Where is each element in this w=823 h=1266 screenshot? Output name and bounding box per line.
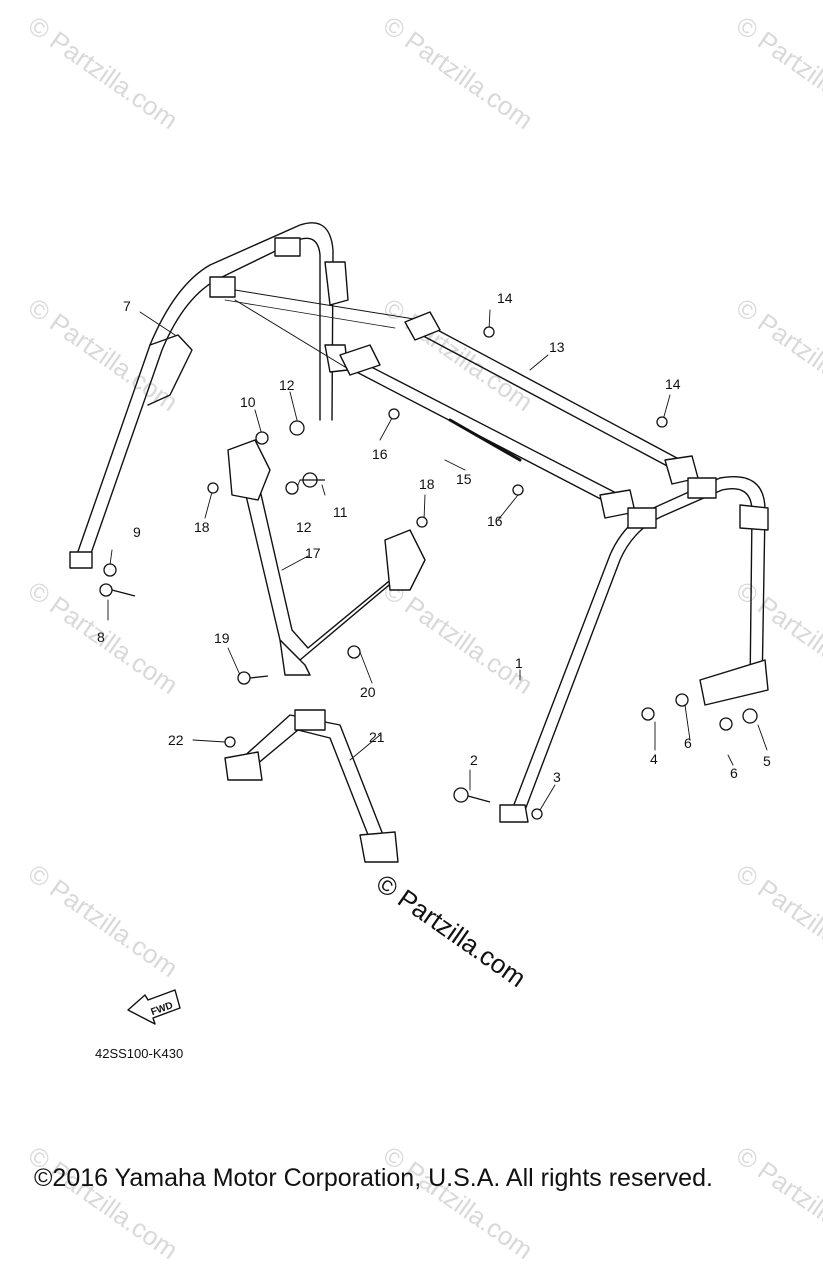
callout-label: 14 [665,376,681,392]
callout-label: 14 [497,290,513,306]
callout-label: 10 [240,394,256,410]
roll-bar-1 [499,476,769,823]
bolt-5-icon [742,708,758,724]
callout-label: 1 [515,655,523,671]
callout-label: 6 [684,735,692,751]
support-bar-21 [224,709,399,863]
callout-labels: 1 2 3 4 5 6 6 7 8 9 10 11 12 12 13 14 14… [97,290,771,785]
callout-label: 19 [214,630,230,646]
callout-label: 8 [97,629,105,645]
washer-6-icon [675,693,689,707]
bolt-18-icon [416,516,428,528]
callout-label: 21 [369,729,385,745]
cross-bar-15 [339,344,636,519]
collar-12-icon [289,420,305,436]
bolt-16-icon [512,484,524,496]
callout-label: 18 [194,519,210,535]
bolt-16-icon [388,408,400,420]
callout-label: 16 [372,446,388,462]
callout-label: 4 [650,751,658,767]
bolt-14-icon [656,416,668,428]
bolt-14-icon [483,326,495,338]
bolt-22-icon [224,736,236,748]
callout-label: 15 [456,471,472,487]
washer-9-icon [103,563,117,577]
callout-label: 3 [553,769,561,785]
callout-label: 6 [730,765,738,781]
callout-label: 17 [305,545,321,561]
washer-6-icon [719,717,733,731]
callout-label: 12 [296,519,312,535]
callout-label: 13 [549,339,565,355]
bracket-bar-17 [227,439,426,676]
bolt-18-icon [207,482,219,494]
callout-label: 16 [487,513,503,529]
bolt-2-icon [453,787,469,803]
callout-label: 5 [763,753,771,769]
callout-label: 2 [470,752,478,768]
fasteners [99,326,758,820]
parts-diagram: 1 2 3 4 5 6 6 7 8 9 10 11 12 12 13 14 14… [69,222,771,1025]
callout-label: 9 [133,524,141,540]
bolt-20-icon [347,645,361,659]
diagram-code: 42SS100-K430 [95,1046,184,1061]
bolt-19-icon [237,671,251,685]
callout-label: 20 [360,684,376,700]
callout-label: 18 [419,476,435,492]
nut-3-icon [531,808,543,820]
fwd-arrow-icon: FWD [127,989,181,1025]
bolt-8-icon [99,583,113,597]
callout-label: 12 [279,377,295,393]
roll-bar-7 [69,222,349,569]
collar-12-icon [285,481,299,495]
callout-label: 22 [168,732,184,748]
copyright-notice: ©2016 Yamaha Motor Corporation, U.S.A. A… [34,1164,713,1192]
bolt-4-icon [641,707,655,721]
callout-label: 11 [333,504,348,520]
bolt-10-icon [255,431,269,445]
callout-label: 7 [123,298,131,314]
cross-bar-13 [404,311,699,485]
